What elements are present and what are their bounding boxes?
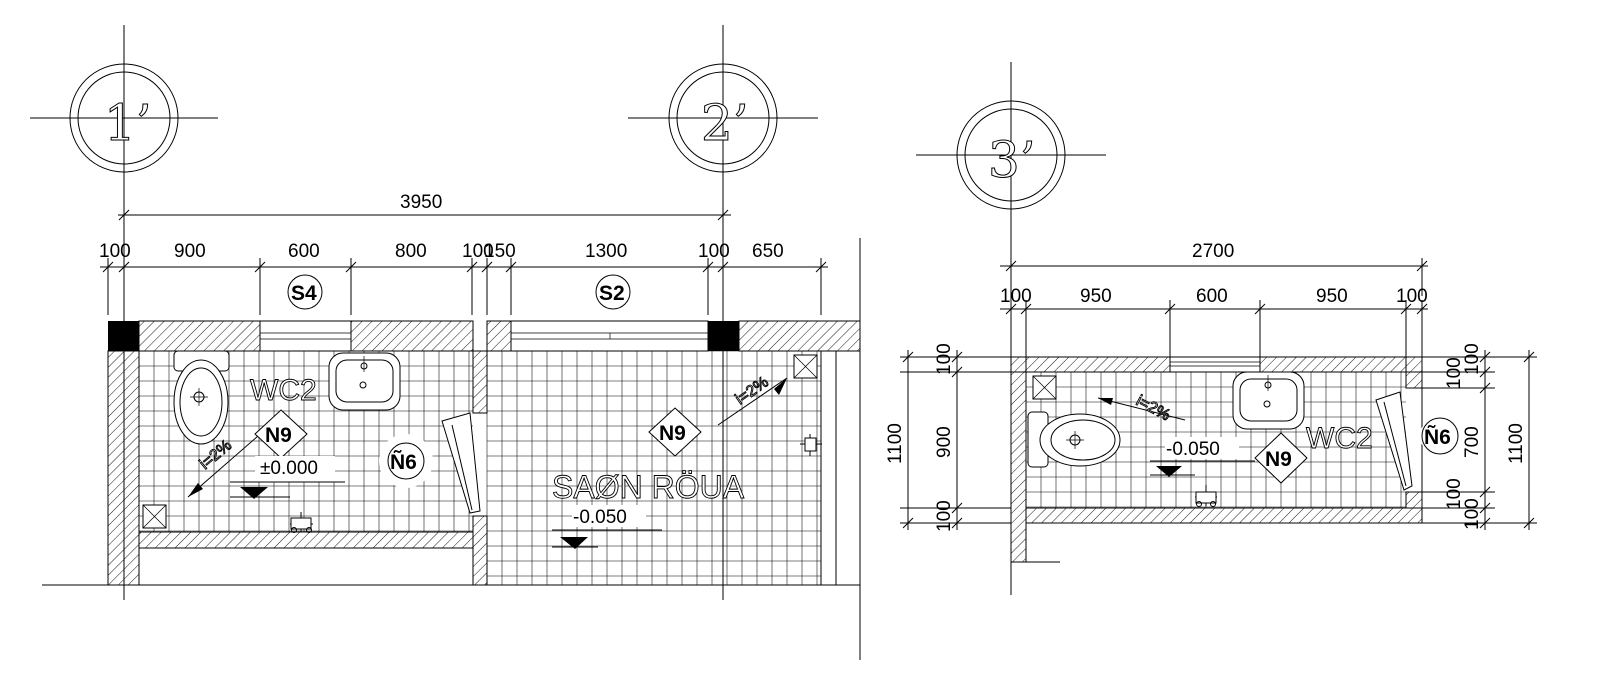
right-right-dim-100-b: 100 (1444, 357, 1465, 389)
room-label-wc-right: WC2 (1306, 422, 1373, 455)
toilet-fixture (173, 350, 230, 445)
left-segment-dimensions: 100 900 600 800 100 150 1300 100 650 (99, 241, 828, 315)
right-slope-arrow: i=2% (1097, 392, 1186, 425)
left-dim-100-b: 100 (462, 241, 494, 262)
left-overall-dimension: 3950 (118, 192, 731, 221)
svg-text:±0.000: ±0.000 (260, 458, 318, 479)
right-right-dim-700: 700 (1462, 426, 1483, 458)
right-segment-dimensions: 100 950 600 950 100 (1000, 286, 1428, 372)
window-tag-s2: S2 (595, 274, 631, 310)
water-valve-symbol (290, 512, 313, 533)
left-dim-100-a: 100 (99, 241, 131, 262)
right-dim-100-b: 100 (1396, 286, 1428, 307)
right-washbasin-fixture (1232, 371, 1305, 430)
svg-text:Ñ6: Ñ6 (390, 451, 417, 474)
svg-text:i=2%: i=2% (733, 374, 772, 409)
room-label-wc-left: WC2 (250, 374, 317, 407)
room-label-hall: SAØN RÖUA (552, 469, 745, 505)
right-left-dim-100-bottom: 100 (934, 500, 955, 532)
left-dim-100-c: 100 (698, 241, 730, 262)
right-dim-950-b: 950 (1316, 286, 1348, 307)
left-dim-800: 800 (395, 241, 427, 262)
window-tag-s4: S4 (287, 274, 323, 310)
svg-text:-0.050: -0.050 (573, 507, 627, 528)
left-dim-900: 900 (174, 241, 206, 262)
floor-drain-hall (793, 354, 818, 379)
right-plan-left-vertical-dims: 1100 900 100 100 (885, 343, 1011, 532)
svg-text:-0.050: -0.050 (1166, 439, 1220, 460)
right-water-valve-symbol (1195, 485, 1217, 507)
right-dim-950-a: 950 (1080, 286, 1112, 307)
level-marker-wc: ±0.000 (230, 456, 345, 499)
hall-floor-tiles (486, 350, 821, 585)
right-floor-tag-n9: N9 (1254, 432, 1308, 484)
svg-text:N9: N9 (1265, 448, 1292, 471)
grid-label-3: 3’ (988, 131, 1036, 189)
floor-drain-wc (142, 504, 167, 529)
left-dim-600: 600 (288, 241, 320, 262)
grid-label-2: 2’ (701, 94, 749, 152)
right-toilet-fixture (1027, 411, 1121, 468)
right-overall-dim-text: 2700 (1192, 241, 1234, 262)
left-dim-150: 150 (484, 241, 516, 262)
right-plan-walls (1010, 356, 1423, 563)
right-left-dim-900: 900 (934, 426, 955, 458)
svg-text:S4: S4 (291, 282, 317, 305)
left-dim-1300: 1300 (585, 241, 627, 262)
svg-text:Ñ6: Ñ6 (1424, 426, 1451, 449)
right-floor-drain (1032, 375, 1057, 400)
grid-axis-1: 1’ (30, 25, 218, 600)
left-plan-walls (42, 238, 861, 660)
right-door-tag-n6: Ñ6 (1420, 416, 1460, 456)
right-left-dim-1100: 1100 (885, 423, 906, 464)
svg-text:i=2%: i=2% (1133, 393, 1173, 425)
water-valve-symbol-hall (800, 434, 822, 456)
slope-arrow-hall: i=2% (717, 373, 788, 426)
right-right-dim-100-a: 100 (1462, 343, 1483, 375)
grid-label-1: 1’ (104, 94, 152, 152)
right-right-dim-1100: 1100 (1506, 423, 1527, 464)
floor-tag-n9-hall: N9 (648, 407, 702, 457)
right-level-marker: -0.050 (1150, 437, 1255, 477)
right-plan-right-vertical-dims: 100 100 700 100 100 1100 (1422, 343, 1537, 530)
right-overall-dimension: 2700 (1000, 241, 1428, 296)
right-dim-600: 600 (1196, 286, 1228, 307)
left-dim-650: 650 (752, 241, 784, 262)
floor-tag-n9-wc: N9 (254, 409, 308, 459)
washbasin-fixture (328, 352, 401, 411)
door-tag-n6-left: Ñ6 (379, 434, 433, 488)
left-overall-dim-text: 3950 (400, 192, 442, 213)
door-leaf-left-plan (441, 412, 481, 514)
right-dim-100-a: 100 (1000, 286, 1032, 307)
level-marker-hall: -0.050 (552, 505, 662, 549)
svg-text:N9: N9 (659, 422, 686, 445)
right-right-dim-100-d: 100 (1462, 498, 1483, 530)
right-left-dim-100-top: 100 (934, 343, 955, 375)
svg-text:N9: N9 (265, 424, 292, 447)
right-door-leaf (1375, 391, 1413, 491)
right-right-dim-100-c: 100 (1444, 478, 1465, 510)
svg-text:S2: S2 (599, 282, 625, 305)
